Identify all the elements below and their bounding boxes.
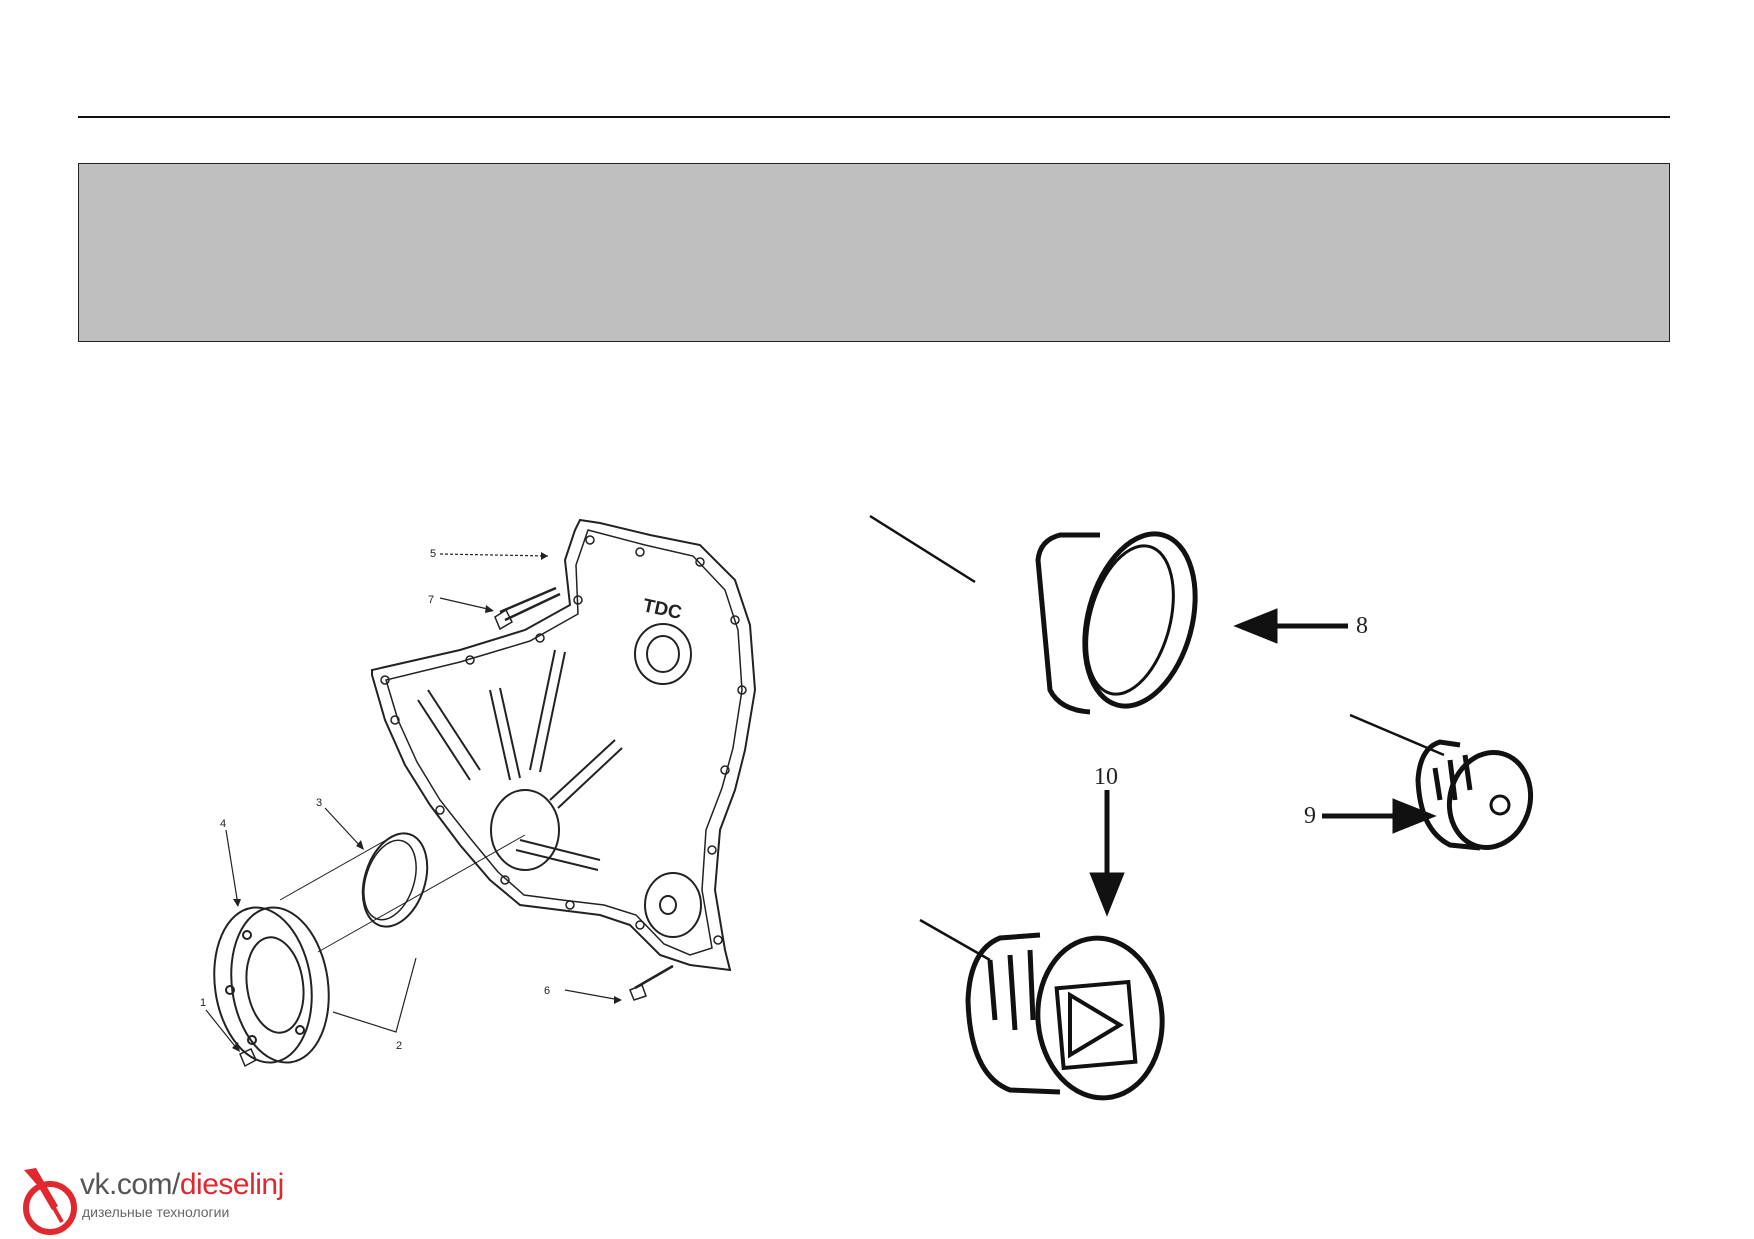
callout-9: 9 xyxy=(1304,803,1316,829)
callout-4: 4 xyxy=(220,818,226,830)
callout-10: 10 xyxy=(1094,764,1118,790)
bolt-7 xyxy=(499,586,561,622)
callout-1: 1 xyxy=(200,997,206,1009)
logo-text: vk.com/dieselinj xyxy=(80,1168,284,1201)
triangle-mark xyxy=(1068,991,1124,1059)
callout-8: 8 xyxy=(1356,613,1368,639)
logo-tagline: дизельные технологии xyxy=(82,1204,230,1220)
callout-5: 5 xyxy=(430,548,436,560)
bolt-6 xyxy=(634,964,674,990)
driver-9 xyxy=(1349,713,1534,851)
callout-6: 6 xyxy=(544,985,550,997)
crank-bore xyxy=(490,789,560,871)
header-rule xyxy=(78,116,1670,118)
callout-3: 3 xyxy=(316,797,322,809)
wear-sleeve-8 xyxy=(869,514,1198,715)
callout-2: 2 xyxy=(396,1040,402,1052)
callout-7: 7 xyxy=(428,594,434,606)
injector-logo-icon xyxy=(23,1168,77,1235)
front-seal xyxy=(361,832,429,928)
nut-1 xyxy=(239,1048,257,1068)
seal-carrier-flange xyxy=(213,906,313,1064)
blank-header-box xyxy=(78,163,1670,342)
installer-10 xyxy=(919,918,1165,1101)
watermark-logo: vk.com/dieselinj дизельные технологии xyxy=(14,1160,314,1238)
gear-cover-plate xyxy=(371,518,757,972)
